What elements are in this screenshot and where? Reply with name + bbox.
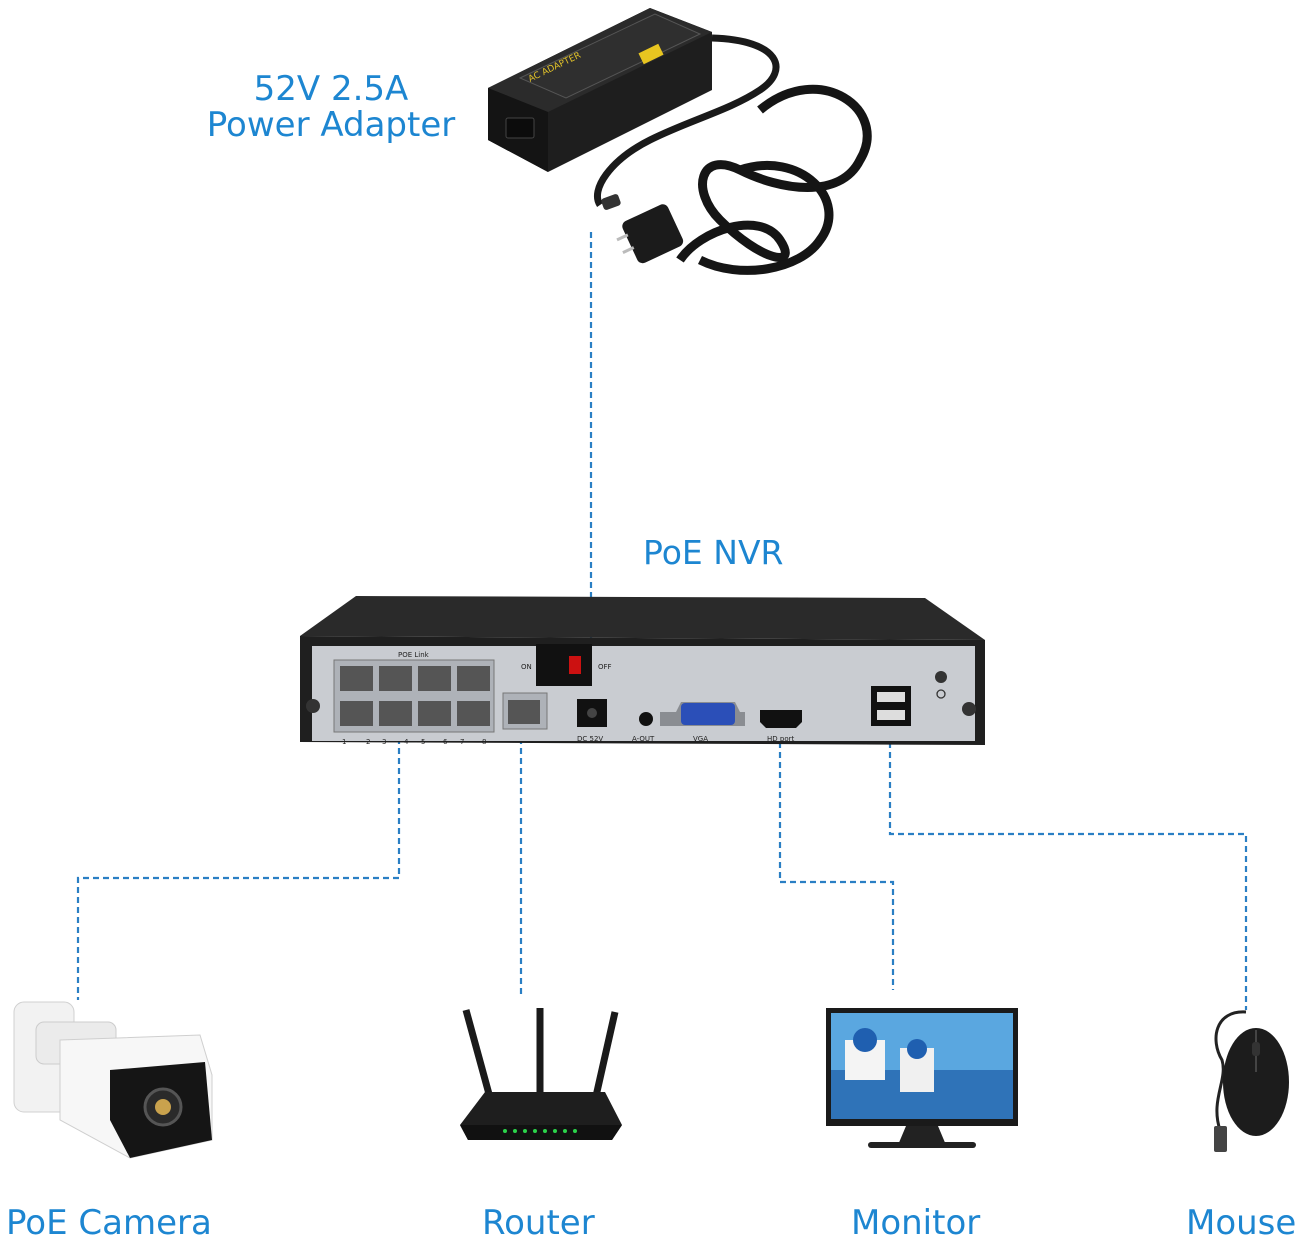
mouse-label: Mouse	[1186, 1203, 1297, 1243]
line-nvr-to-camera	[76, 738, 401, 1000]
router-label: Router	[482, 1203, 595, 1243]
adapter-name-text: Power Adapter	[206, 104, 456, 145]
poe-port-number: 3	[382, 738, 386, 746]
monitor-label: Monitor	[851, 1203, 981, 1243]
router-icon	[460, 1008, 622, 1140]
camera-icon	[13, 1001, 213, 1159]
vga-text: VGA	[693, 735, 708, 743]
nvr-device-icon: POE Link ON OFF DC 52V A-OUT VGA HD port	[300, 596, 985, 745]
monitor-icon	[826, 1008, 1018, 1148]
adapter-voltage-text: 52V 2.5A	[253, 69, 409, 109]
audio-out-text: A-OUT	[632, 735, 655, 743]
poe-port-number: 1	[342, 738, 346, 746]
poe-port-number: 4	[404, 738, 409, 746]
mouse-icon	[1214, 1010, 1289, 1152]
poe-port-number: 6	[443, 738, 448, 746]
power-adapter-label: 52V 2.5A Power Adapter	[200, 69, 462, 145]
line-nvr-to-monitor	[778, 742, 895, 990]
dc-text: DC 52V	[577, 735, 603, 743]
hdmi-text: HD port	[767, 735, 794, 743]
poe-port-number: 5	[421, 738, 425, 746]
poe-port-number: 2	[366, 738, 370, 746]
poe-port-number: 8	[482, 738, 486, 746]
nvr-label: PoE NVR	[643, 533, 784, 572]
poe-link-text: POE Link	[398, 651, 430, 659]
power-adapter-icon: AC ADAPTER	[488, 8, 872, 275]
camera-label: PoE Camera	[6, 1203, 212, 1243]
switch-off-text: OFF	[598, 663, 612, 671]
poe-port-number: 7	[460, 738, 464, 746]
line-nvr-to-mouse	[888, 742, 1248, 1010]
switch-on-text: ON	[521, 663, 532, 671]
